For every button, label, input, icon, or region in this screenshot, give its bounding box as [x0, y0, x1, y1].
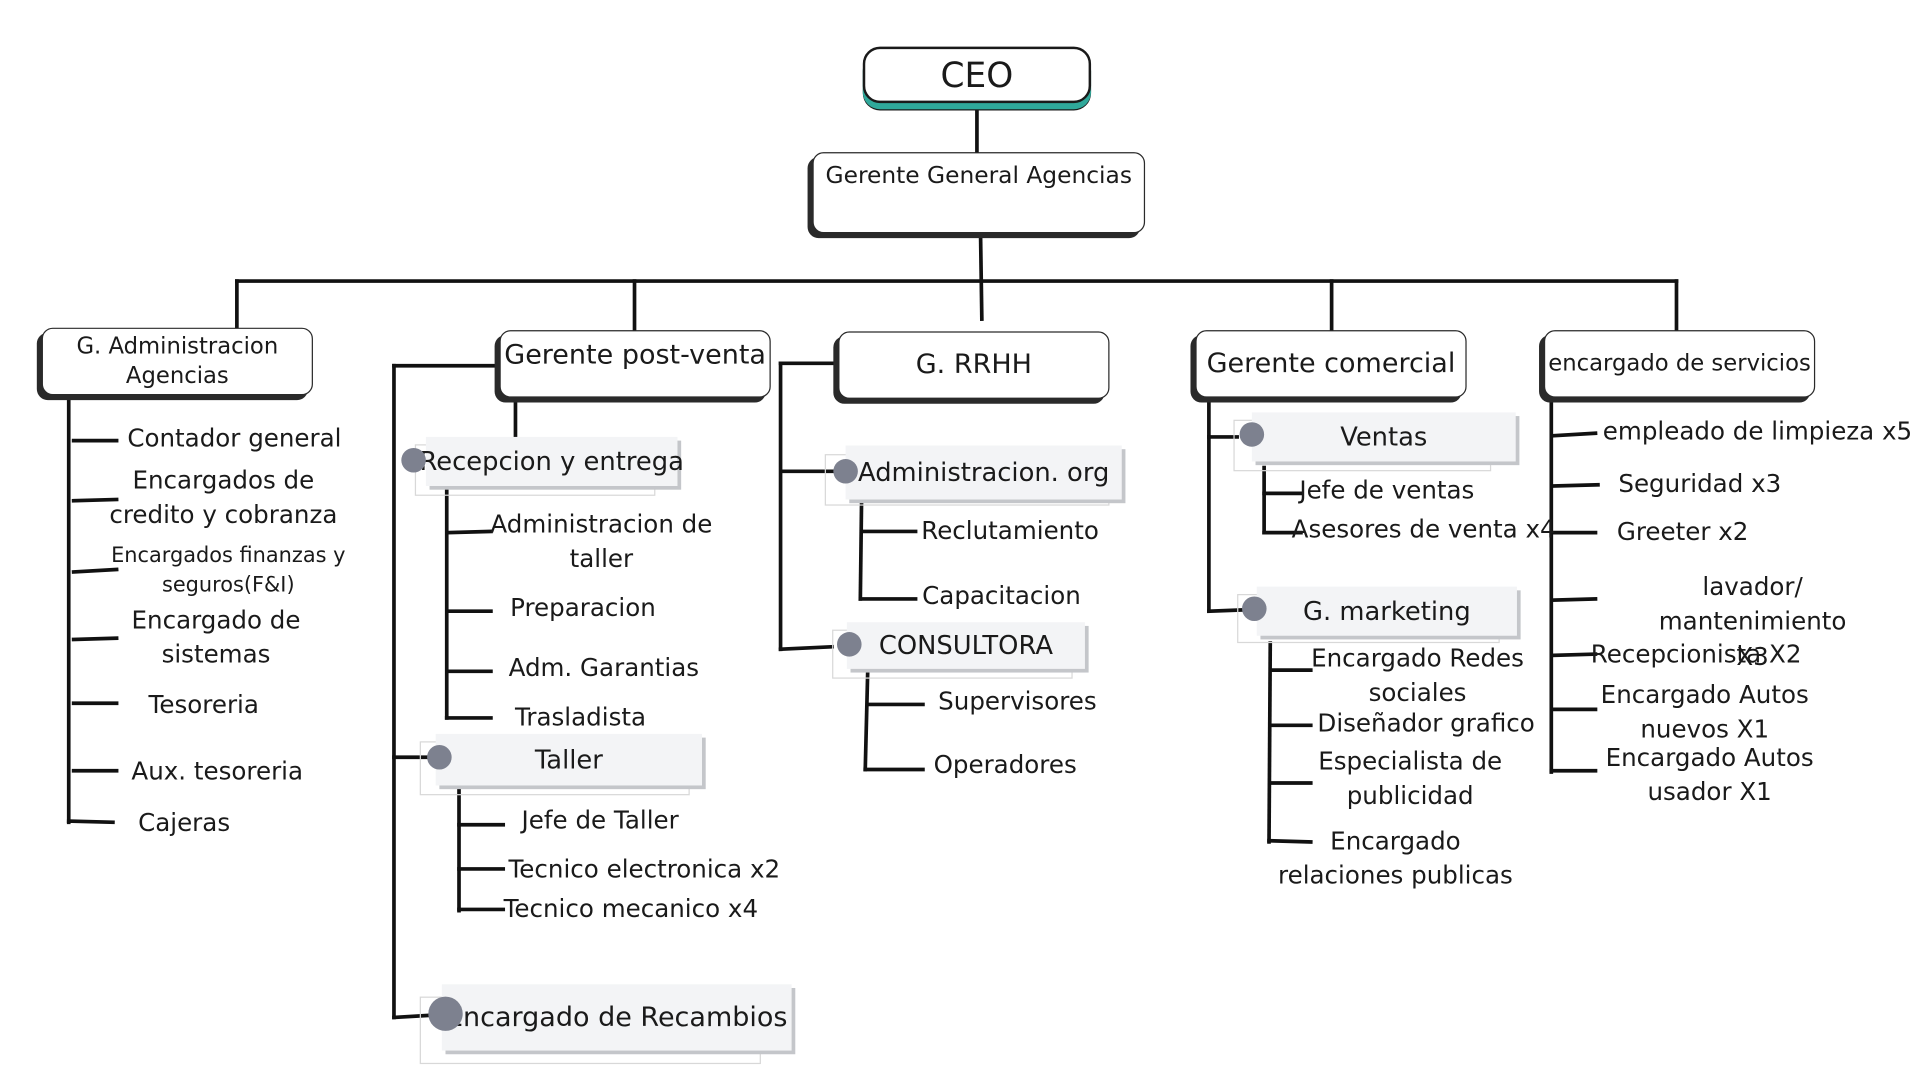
node-bullet [837, 632, 862, 657]
subnode-administracion-org: Administracion. org [845, 445, 1122, 500]
marketing-item: Encargado relaciones publicas [1278, 825, 1513, 891]
subnode-ventas: Ventas [1251, 412, 1516, 462]
recepcion-item: Preparacion [510, 592, 656, 623]
admin-item: Encargados finanzas y seguros(F&I) [111, 543, 346, 598]
admin-item: Encargados de credito y cobranza [109, 465, 338, 530]
servicios-item: Greeter x2 [1616, 516, 1749, 547]
servicios-item: lavador/ mantenimiento X3 [1658, 571, 1847, 672]
servicios-item: Seguridad x3 [1618, 468, 1782, 499]
dept-servicios-node: encargado de servicios [1543, 330, 1816, 398]
taller-item: Tecnico electronica x2 [508, 854, 781, 884]
servicios-item: empleado de limpieza x5 [1602, 416, 1913, 446]
ceo-node: CEO [862, 46, 1092, 104]
ventas-item: Jefe de ventas [1299, 474, 1475, 505]
dept-postventa-node: Gerente post-venta [499, 330, 771, 398]
subnode-recambios: Encargado de Recambios [441, 984, 792, 1051]
subnode-taller: Taller [435, 733, 703, 786]
taller-item: Jefe de Taller [521, 805, 679, 835]
admin-item: Aux. tesoreria [131, 756, 304, 786]
dept-rrhh-node: G. RRHH [838, 331, 1110, 399]
subnode-consultora: CONSULTORA [846, 622, 1085, 669]
node-bullet [428, 996, 463, 1031]
administracion-item: Capacitacion [922, 580, 1081, 610]
recepcion-item: Adm. Garantias [508, 652, 700, 683]
subnode-recepcion: Recepcion y entrega [419, 436, 684, 487]
taller-item: Tecnico mecanico x4 [503, 893, 759, 923]
general-manager-node: Gerente General Agencias [812, 152, 1146, 234]
node-bullet [1239, 422, 1265, 447]
node-bullet [1242, 596, 1267, 622]
consultora-item: Supervisores [938, 686, 1097, 716]
admin-item: Encargado de sistemas [131, 605, 301, 670]
servicios-item: Recepcionista X2 [1590, 639, 1802, 669]
ventas-item: Asesores de venta x4 [1291, 514, 1556, 544]
recepcion-item: Trasladista [514, 702, 647, 732]
admin-item: Contador general [127, 423, 342, 453]
servicios-item: Encargado Autos nuevos X1 [1600, 679, 1809, 745]
admin-item: Tesoreria [148, 689, 259, 720]
node-bullet [427, 744, 452, 770]
subnode-marketing: G. marketing [1256, 586, 1517, 636]
marketing-item: Especialista de publicidad [1318, 746, 1503, 811]
node-bullet [401, 447, 426, 473]
administracion-item: Reclutamiento [921, 515, 1099, 545]
node-bullet [833, 459, 858, 484]
recepcion-item: Administracion de taller [490, 509, 713, 574]
marketing-item: Diseñador grafico [1317, 708, 1535, 738]
dept-admin-node: G. Administracion Agencias [41, 327, 313, 396]
consultora-item: Operadores [933, 749, 1077, 780]
marketing-item: Encargado Redes sociales [1311, 643, 1524, 708]
admin-item: Cajeras [138, 807, 231, 838]
servicios-item: Encargado Autos usador X1 [1605, 742, 1814, 807]
dept-comercial-node: Gerente comercial [1195, 330, 1467, 398]
